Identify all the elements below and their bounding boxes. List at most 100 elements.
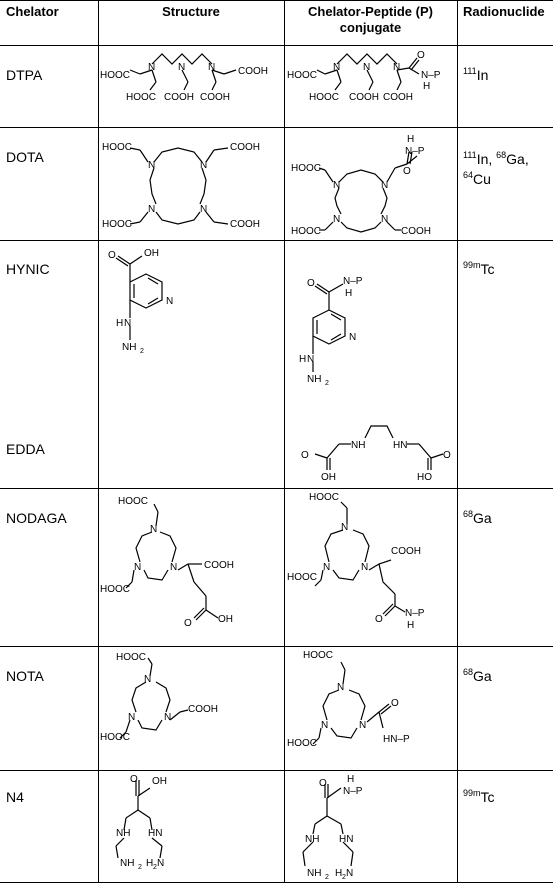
edda-conjugate: NH HN O OH O HO [301, 425, 451, 483]
atom-n: N [134, 562, 141, 573]
atom-cooh: COOH [238, 66, 268, 77]
atom-cooh: COOH [349, 92, 379, 103]
atom-n: N [359, 720, 366, 731]
atom-o: O [391, 698, 399, 709]
atom-h: H [423, 81, 430, 92]
radionuclide-dtpa: 111In [463, 67, 488, 84]
atom-ho: HO [417, 472, 432, 483]
dota-conjugate: N N N N H N–P O HOOC HOOC COOH [291, 134, 431, 237]
atom-n: N [164, 712, 171, 723]
atom-n: N [148, 160, 155, 171]
isotope-mass: 68 [496, 150, 507, 160]
radionuclide-n4: 99mTc [463, 789, 495, 806]
atom-cooh: HOOC [291, 226, 321, 237]
hynic-conjugate: N O N–P H N H [299, 276, 363, 372]
atom-n-p: N–P [405, 146, 425, 157]
isotope-element: Ga, [506, 151, 529, 167]
atom-n: N [349, 332, 356, 343]
chelator-name-nota: NOTA [6, 668, 44, 684]
atom-subscript: 2 [138, 864, 142, 871]
atom-nh2: NH [120, 858, 134, 869]
atom-n: N [346, 868, 353, 879]
atom-n: N [323, 562, 330, 573]
atom-n: N [166, 296, 173, 307]
atom-h: H [347, 774, 354, 785]
isotope-element: Tc [480, 261, 495, 277]
atom-n: N [393, 62, 400, 73]
atom-h: H [345, 288, 352, 299]
atom-subscript: 2 [325, 874, 329, 881]
radionuclide-nodaga: 68Ga [463, 509, 492, 527]
chelator-name-hynic: HYNIC [6, 261, 50, 277]
atom-n: N [333, 214, 340, 225]
atom-o: O [319, 778, 327, 789]
atom-cooh: HOOC [100, 584, 130, 595]
isotope-element: Tc [480, 789, 495, 805]
column-divider-1 [98, 0, 99, 883]
atom-o: O [130, 774, 138, 785]
atom-o: O [307, 278, 315, 289]
nota-structure: N N N HOOC HOOC COOH [100, 652, 218, 743]
header-divider [0, 45, 553, 46]
atom-n-p: N–P [343, 276, 363, 287]
atom-cooh: HOOC [287, 738, 317, 749]
isotope-element: Ga [473, 668, 492, 684]
hynic-structure: N O OH N H NH 2 [108, 248, 173, 355]
atom-n: N [337, 682, 344, 693]
isotope-mass: 99m [463, 260, 481, 270]
atom-h2n: H [146, 858, 153, 869]
atom-cooh: COOH [200, 92, 230, 103]
chelator-name-dtpa: DTPA [6, 67, 43, 83]
atom-cooh: COOH [401, 226, 431, 237]
atom-cooh: HOOC [118, 496, 148, 507]
atom-hn-p: HN–P [383, 734, 410, 745]
atom-o: O [301, 450, 309, 461]
row-divider-nodaga [0, 646, 553, 647]
header-conjugate: Chelator-Peptide (P) conjugate [284, 4, 457, 36]
atom-n: N [150, 524, 157, 535]
nota-conjugate: N N N HOOC HOOC O HN–P [287, 650, 410, 749]
atom-subscript: 2 [140, 348, 144, 355]
isotope-element: Ga [473, 510, 492, 526]
atom-n: N [208, 62, 215, 73]
atom-cooh: HOOC [116, 652, 146, 663]
isotope-mass: 68 [463, 509, 474, 519]
chelator-name-edda: EDDA [6, 441, 45, 457]
atom-oh: OH [144, 248, 159, 259]
atom-cooh: HOOC [102, 219, 132, 230]
atom-cooh: HOOC [303, 650, 333, 661]
atom-n: N [200, 160, 207, 171]
atom-n: N [170, 562, 177, 573]
atom-cooh: HOOC [126, 92, 156, 103]
atom-n: N [178, 62, 185, 73]
atom-h: H [407, 620, 414, 631]
atom-h2n: H [335, 868, 342, 879]
dtpa-structure: N N N HOOC COOH HOOC COOH COOH [100, 53, 268, 103]
atom-h: H [299, 354, 306, 365]
atom-n: N [157, 858, 164, 869]
header-radionuclide: Radionuclide [463, 4, 545, 19]
atom-n: N [333, 180, 340, 191]
atom-cooh: HOOC [100, 70, 130, 81]
column-divider-3 [457, 0, 458, 883]
atom-h: H [116, 318, 123, 329]
row-divider-dtpa [0, 127, 553, 128]
atom-n: N [333, 62, 340, 73]
atom-hn: HN [339, 834, 353, 845]
atom-o: O [417, 50, 425, 61]
atom-cooh: HOOC [287, 572, 317, 583]
atom-n-p: N–P [405, 608, 425, 619]
atom-nh2: NH [122, 342, 136, 353]
atom-n-p: N–P [421, 70, 441, 81]
isotope-element: In, [476, 151, 493, 167]
atom-hn: HN [148, 828, 162, 839]
atom-cooh: COOH [391, 546, 421, 557]
atom-n: N [144, 674, 151, 685]
atom-n: N [148, 204, 155, 215]
atom-nh2: NH [307, 374, 321, 385]
atom-cooh: COOH [230, 219, 260, 230]
row-divider-nota [0, 770, 553, 771]
atom-hn: HN [393, 440, 407, 451]
header-conjugate-line1: Chelator-Peptide (P) [308, 4, 433, 19]
